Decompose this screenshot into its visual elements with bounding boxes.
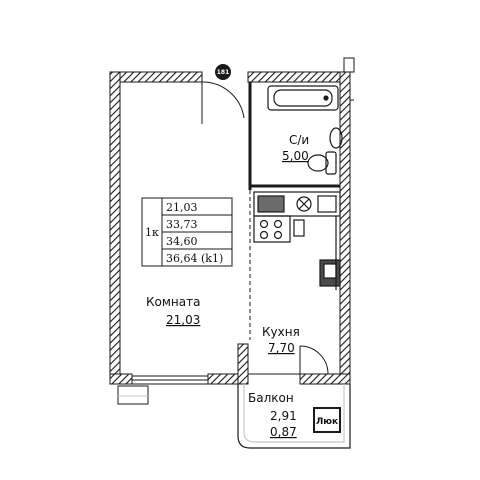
wall-top-left (109, 71, 203, 83)
bathtub (267, 85, 339, 111)
entrance-badge: 181 (215, 64, 231, 80)
wall-kitchen-stub (237, 343, 249, 385)
hatch-label: Люк (316, 417, 338, 427)
kitchen-counter (253, 191, 341, 290)
structural-walls (109, 71, 351, 385)
wall-left (109, 71, 121, 385)
windows (132, 57, 355, 385)
balcony-area-coef: 0,87 (270, 425, 297, 439)
balcony-door (248, 345, 329, 375)
area-summary-table (141, 197, 233, 267)
interior-partitions (248, 82, 340, 340)
bathroom-area: 5,00 (282, 149, 309, 163)
living-room-name: Комната (146, 295, 200, 309)
area-total-coef: 36,64 (k1) (166, 252, 223, 265)
kitchen-area: 7,70 (268, 341, 295, 355)
hatch-box: Люк (313, 407, 341, 433)
wall-top-right (247, 71, 349, 83)
wall-bottom-middle (207, 373, 239, 385)
balcony (237, 384, 351, 449)
entrance-door (201, 81, 245, 124)
toilet-icon (307, 151, 337, 175)
area-total: 34,60 (166, 235, 198, 248)
kitchen-name: Кухня (262, 325, 300, 339)
balcony-area: 2,91 (270, 409, 297, 423)
entrance-badge-label: 181 (217, 69, 230, 76)
wall-bottom-right (299, 373, 351, 385)
balcony-rail-stub (117, 385, 149, 405)
bathroom-name: С/и (289, 133, 309, 147)
area-total-living: 33,73 (166, 218, 198, 231)
balcony-name: Балкон (248, 391, 294, 405)
wall-bottom-left (109, 373, 133, 385)
area-living: 21,03 (166, 201, 198, 214)
rooms-count-label: 1к (145, 226, 159, 239)
wall-right (339, 71, 351, 385)
washbasin-icon (329, 127, 343, 149)
living-room-area: 21,03 (166, 313, 200, 327)
